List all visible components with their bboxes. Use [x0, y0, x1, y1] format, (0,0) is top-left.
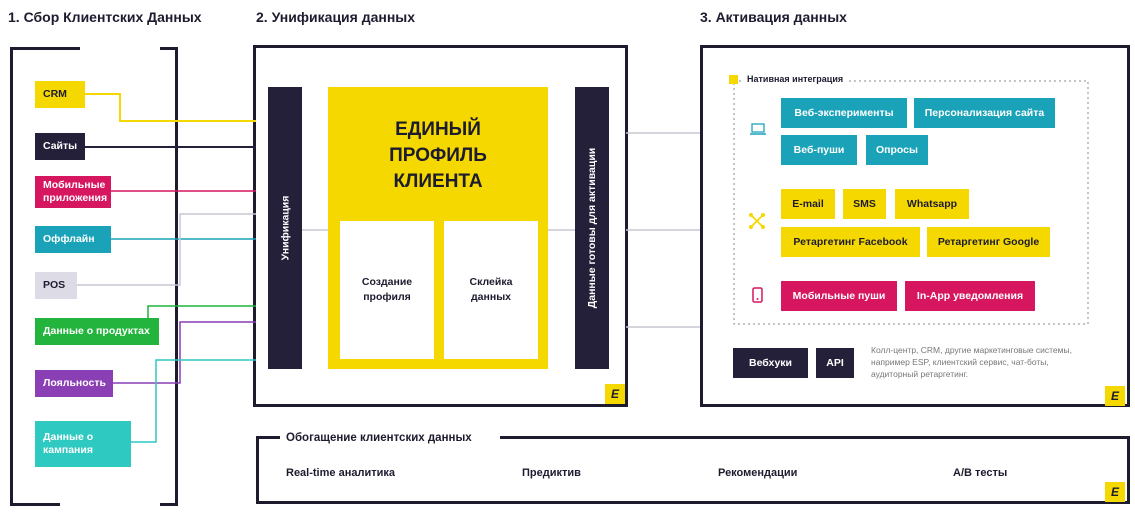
source-products: Данные о продуктах [35, 318, 159, 345]
enrichment-title: Обогащение клиентских данных [286, 432, 472, 444]
tile-site-personalization: Персонализация сайта [914, 98, 1055, 128]
profile-title: ЕДИНЫЙ ПРОФИЛЬ КЛИЕНТА [389, 119, 487, 192]
tile-email: E-mail [781, 189, 835, 219]
enrichment-recommendations: Рекомендации [718, 467, 798, 479]
phone-icon [752, 287, 763, 303]
tile-mobile-push: Мобильные пуши [781, 281, 897, 311]
activate-frame [700, 45, 1130, 407]
logo-mark-activation: E [1105, 386, 1125, 406]
integrations-note: Колл-центр, CRM, другие маркетинговые си… [871, 345, 1072, 379]
merge-data-box: Склейка данных [444, 221, 538, 359]
enrichment-frame [256, 436, 1130, 504]
source-offline: Оффлайн [35, 226, 111, 253]
tile-api: API [816, 348, 854, 378]
enrichment-ab-tests: A/B тесты [953, 467, 1008, 479]
source-crm: CRM [35, 81, 85, 108]
tile-whatsapp: Whatsapp [895, 189, 969, 219]
logo-mark-enrichment: E [1105, 482, 1125, 502]
network-icon [749, 213, 765, 229]
tile-sms: SMS [843, 189, 886, 219]
section-title-activate: 3. Активация данных [700, 9, 847, 25]
section-title-collect: 1. Сбор Клиентских Данных [8, 9, 202, 25]
unified-profile-block: ЕДИНЫЙ ПРОФИЛЬ КЛИЕНТА Создание профиля … [328, 87, 548, 369]
tile-retargeting-facebook: Ретаргетинг Facebook [781, 227, 920, 257]
ready-for-activation-bar: Данные готовы для активации [575, 87, 609, 369]
enrichment-realtime-analytics: Real-time аналитика [286, 467, 395, 479]
tile-web-push: Веб-пуши [781, 135, 857, 165]
laptop-icon [750, 123, 766, 135]
tile-surveys: Опросы [866, 135, 928, 165]
create-profile-box: Создание профиля [340, 221, 434, 359]
unify-frame [253, 45, 628, 407]
source-pos: POS [35, 272, 77, 299]
tile-webhooks: Вебхуки [733, 348, 808, 378]
source-mobile-apps: Мобильные приложения [35, 176, 111, 208]
tile-web-experiments: Веб-эксперименты [781, 98, 907, 128]
tile-inapp-notifications: In-App уведомления [905, 281, 1035, 311]
tile-retargeting-google: Ретаргетинг Google [927, 227, 1050, 257]
unification-bar: Унификация [268, 87, 302, 369]
source-campaigns: Данные о кампания [35, 421, 131, 467]
source-sites: Сайты [35, 133, 85, 160]
section-title-unify: 2. Унификация данных [256, 9, 416, 25]
source-loyalty: Лояльность [35, 370, 113, 397]
native-integration-label: Нативная интеграция [744, 74, 847, 84]
logo-mark: E [605, 384, 625, 404]
enrichment-predictive: Предиктив [522, 467, 581, 479]
native-integration-marker [729, 75, 738, 84]
